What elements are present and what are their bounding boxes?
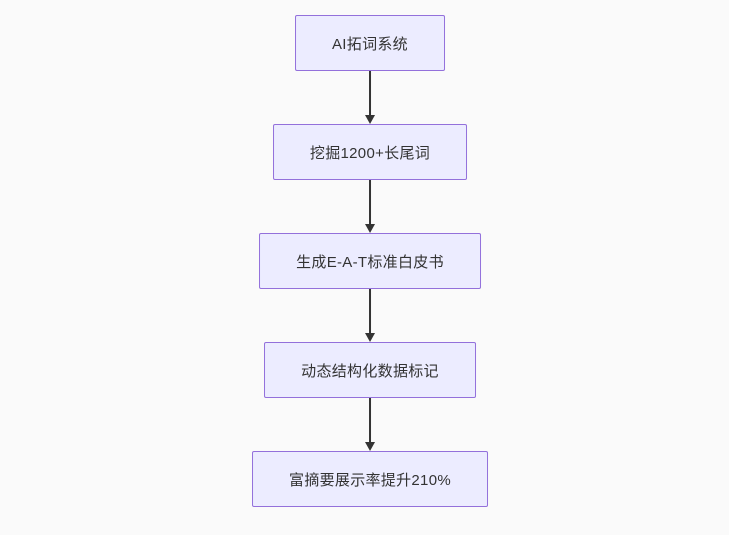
node-label: AI拓词系统	[332, 35, 408, 53]
arrow-line	[369, 289, 371, 333]
arrow-down	[365, 71, 375, 124]
node-label: 富摘要展示率提升210%	[289, 471, 451, 489]
node-label: 挖掘1200+长尾词	[309, 144, 431, 162]
arrow-line	[369, 180, 371, 224]
node-label: 动态结构化数据标记	[301, 362, 439, 380]
node-label: 生成E-A-T标准白皮书	[296, 253, 444, 271]
arrow-down	[365, 398, 375, 451]
flowchart-node: 富摘要展示率提升210%	[252, 451, 488, 507]
arrow-head-icon	[365, 115, 375, 124]
arrow-line	[369, 71, 371, 115]
arrow-down	[365, 289, 375, 342]
arrow-head-icon	[365, 224, 375, 233]
flowchart: AI拓词系统 挖掘1200+长尾词 生成E-A-T标准白皮书 动态结构化数据标记…	[252, 15, 488, 507]
flowchart-node: 挖掘1200+长尾词	[272, 124, 468, 180]
flowchart-node: AI拓词系统	[295, 15, 445, 71]
arrow-head-icon	[365, 442, 375, 451]
flowchart-node: 动态结构化数据标记	[264, 342, 476, 398]
arrow-head-icon	[365, 333, 375, 342]
arrow-line	[369, 398, 371, 442]
flowchart-node: 生成E-A-T标准白皮书	[259, 233, 481, 289]
arrow-down	[365, 180, 375, 233]
